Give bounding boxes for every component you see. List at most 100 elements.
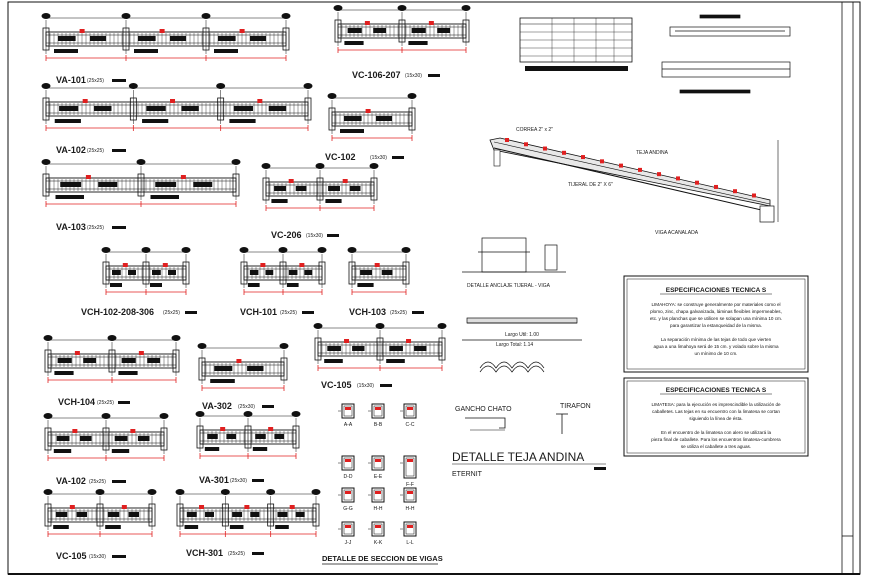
spec1-title: ESPECIFICACIONES TECNICA S — [666, 287, 767, 294]
axis-bubble — [181, 247, 191, 253]
beam-dims: (15x30) — [370, 155, 387, 161]
spec-line: siguiendo la línea de ésta. — [689, 416, 742, 421]
sections-title: DETALLE DE SECCION DE VIGAS — [322, 554, 443, 563]
beam-vc105a — [313, 323, 447, 371]
beam-dims: (25x30) — [230, 478, 247, 484]
section-label: F-F — [406, 482, 414, 488]
section-h-h: H-H — [400, 487, 417, 512]
axis-bubble — [401, 247, 411, 253]
axis-bubble — [171, 335, 181, 341]
beam-dims: (25x25) — [87, 225, 104, 231]
section-label: J-J — [345, 540, 352, 546]
beam-dims: (25x25) — [89, 479, 106, 485]
section-label: B-B — [374, 422, 383, 428]
section-label: G-G — [343, 506, 353, 512]
axis-bubble — [261, 163, 271, 169]
section-d-d: D-D — [338, 455, 355, 480]
axis-bubble — [397, 5, 407, 11]
axis-bubble — [201, 13, 211, 19]
axis-bubble — [43, 335, 53, 341]
section-label: H-H — [406, 506, 415, 512]
section-label: H-H — [374, 506, 383, 512]
axis-bubble — [107, 335, 117, 341]
spec-box-1: ESPECIFICACIONES TECNICA S LIMAHOYA: se … — [623, 275, 809, 373]
axis-bubble — [369, 163, 379, 169]
beam-vch101 — [239, 247, 327, 295]
axis-bubble — [266, 489, 276, 495]
beam-dims: (25x25) — [390, 310, 407, 316]
detalle-title: DETALLE TEJA ANDINA — [452, 450, 584, 464]
beam-dims: (25x25) — [87, 148, 104, 154]
beam-label: VA-102 — [56, 145, 86, 155]
spec-box-2: ESPECIFICACIONES TECNICA S LIMATESA: par… — [623, 377, 809, 457]
roof-truss-detail: CORREA 2" x 2" TEJA ANDINA TIJERAL DE 2"… — [489, 127, 779, 236]
largo-total: Largo Total: 1.14 — [496, 342, 533, 348]
axis-bubble — [303, 83, 313, 89]
axis-bubble — [327, 93, 337, 99]
correa-label: CORREA 2" x 2" — [516, 127, 553, 133]
spec-line: se utiliza el caballete a tres aguas. — [681, 444, 751, 449]
beam-vch102 — [101, 247, 191, 295]
axis-bubble — [279, 343, 289, 349]
spec-line: En el encuentro de la limatesa con alero… — [661, 430, 772, 435]
axis-bubble — [333, 5, 343, 11]
spec-line: LIMATESA: para la ejecución es imprescin… — [651, 402, 781, 407]
axis-bubble — [461, 5, 471, 11]
tijeral-label: TIJERAL DE 2" X 6" — [568, 182, 613, 188]
axis-bubble — [136, 159, 146, 165]
axis-bubble — [128, 83, 138, 89]
axis-bubble — [216, 83, 226, 89]
largo-util: Largo Util: 1.00 — [505, 332, 539, 338]
beam-dims: (25x25) — [163, 310, 180, 316]
beam-label: VC-102 — [325, 152, 356, 162]
axis-bubble — [101, 247, 111, 253]
beam-vch103 — [347, 247, 411, 295]
section-label: K-K — [374, 540, 383, 546]
axis-bubble — [41, 83, 51, 89]
beam-label: VA-101 — [56, 75, 86, 85]
beam-label: VCH-102-208-306 — [81, 307, 154, 317]
beam-label: VA-301 — [199, 475, 229, 485]
spec-line: La separación mínima de las tejas de tod… — [661, 337, 772, 342]
section-label: A-A — [344, 422, 353, 428]
top-right-detail — [661, 14, 791, 94]
beam-elevations — [41, 5, 471, 537]
beam-vc106 — [333, 5, 471, 53]
beam-dims: (25x25) — [87, 78, 104, 84]
section-a-a: A-A — [338, 403, 355, 428]
axis-bubble — [175, 489, 185, 495]
beam-dims: (25x25) — [228, 551, 245, 557]
beam-label: VA-102 — [56, 476, 86, 486]
section-g-g: G-G — [338, 487, 355, 512]
axis-bubble — [281, 13, 291, 19]
beam-label: VC-206 — [271, 230, 302, 240]
axis-bubble — [375, 323, 385, 329]
beam-label: VC-106-207 — [352, 70, 401, 80]
beam-dims: (25x25) — [280, 310, 297, 316]
beam-va102a — [41, 83, 313, 131]
section-l-l: L-L — [400, 521, 417, 546]
beam-dims: (15x30) — [357, 383, 374, 389]
spec-line: LIMAHOYA: se construye generalmente por … — [651, 302, 780, 307]
beam-labels: VA-101 (25x25) VA-102 (25x25) VA-103 (25… — [56, 70, 422, 561]
beam-va102b — [43, 413, 169, 461]
beam-vch104 — [43, 335, 181, 383]
axis-bubble — [437, 323, 447, 329]
spec-line: plomo, zinc, chapa galvanizada, láminas … — [650, 309, 782, 314]
section-c-c: C-C — [400, 403, 417, 428]
tirafon-label: TIRAFON — [560, 403, 591, 410]
label-bars — [112, 74, 440, 558]
axis-bubble — [197, 343, 207, 349]
axis-bubble — [41, 159, 51, 165]
section-j-j: J-J — [338, 521, 355, 546]
gancho-tirafon: GANCHO CHATO TIRAFON — [455, 403, 591, 434]
beam-vc102 — [327, 93, 417, 141]
spec-line: etc. y las planchas que se utilicen se s… — [650, 316, 782, 321]
beam-label: VA-103 — [56, 222, 86, 232]
axis-bubble — [315, 163, 325, 169]
spec-line: caballetes. Las tejas en su encuentro co… — [652, 409, 780, 414]
axis-bubble — [407, 93, 417, 99]
anclaje-detail: DETALLE ANCLAJE TIJERAL - VIGA Largo Uti… — [462, 237, 582, 373]
